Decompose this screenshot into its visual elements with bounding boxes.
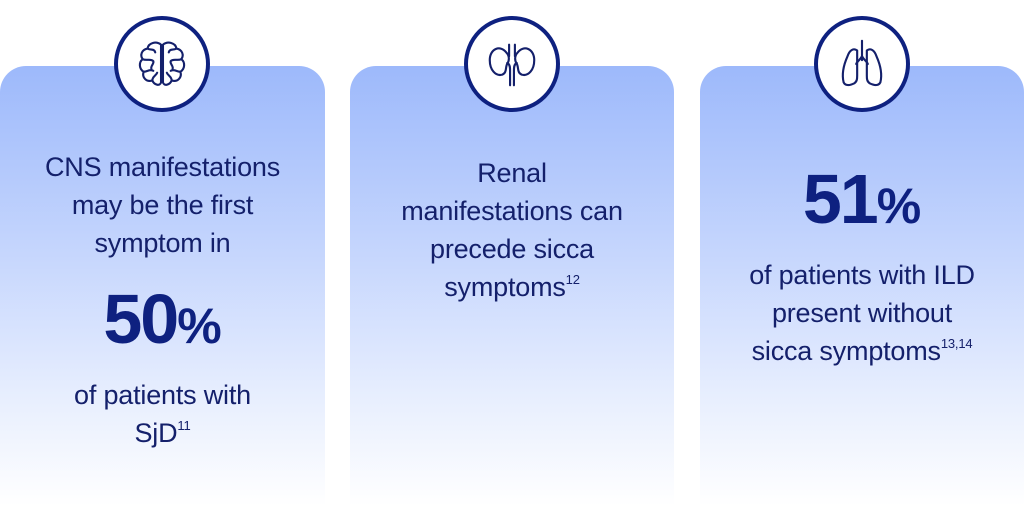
ild-stat-number: 51 xyxy=(802,160,879,238)
cns-line-4: of patients with xyxy=(74,380,251,410)
renal-reference: 12 xyxy=(565,272,580,287)
kidneys-icon xyxy=(488,43,536,87)
brain-icon-badge xyxy=(114,16,210,112)
cns-line-2: may be the first xyxy=(71,190,254,220)
renal-card xyxy=(350,66,674,506)
cns-population: of patients with SjD11 xyxy=(0,376,325,452)
ild-stat-unit: % xyxy=(876,178,922,234)
cns-card xyxy=(0,66,325,506)
renal-line-4: symptoms xyxy=(444,272,566,302)
cns-reference: 11 xyxy=(177,418,191,433)
ild-line-1: of patients with ILD xyxy=(749,260,975,290)
kidneys-icon-badge xyxy=(464,16,560,112)
ild-line-3: sicca symptoms xyxy=(751,336,941,366)
ild-description: of patients with ILD present without sic… xyxy=(700,256,1024,370)
ild-line-2: present without xyxy=(771,298,953,328)
lungs-icon-badge xyxy=(814,16,910,112)
cns-line-3: symptom in xyxy=(94,228,231,258)
cns-stat-unit: % xyxy=(177,298,222,354)
cns-line-5: SjD xyxy=(134,418,178,448)
cns-stat-number: 50 xyxy=(103,280,179,358)
cns-statistic: 50% xyxy=(0,284,325,361)
ild-card xyxy=(700,66,1024,506)
brain-icon xyxy=(138,41,186,86)
cns-line-5-wrapper: SjD11 xyxy=(0,414,325,452)
ild-statistic: 51% xyxy=(700,164,1024,241)
renal-line-4-wrapper: symptoms12 xyxy=(350,268,674,306)
renal-line-3: precede sicca xyxy=(430,234,594,264)
cns-description: CNS manifestations may be the first symp… xyxy=(0,148,325,262)
renal-line-1: Renal xyxy=(477,158,547,188)
ild-reference: 13,14 xyxy=(940,336,973,351)
cns-line-1: CNS manifestations xyxy=(45,152,280,182)
lungs-icon xyxy=(841,39,883,87)
ild-line-3-wrapper: sicca symptoms13,14 xyxy=(700,332,1024,370)
renal-line-2: manifestations can xyxy=(401,196,623,226)
renal-description: Renal manifestations can precede sicca s… xyxy=(350,154,674,306)
